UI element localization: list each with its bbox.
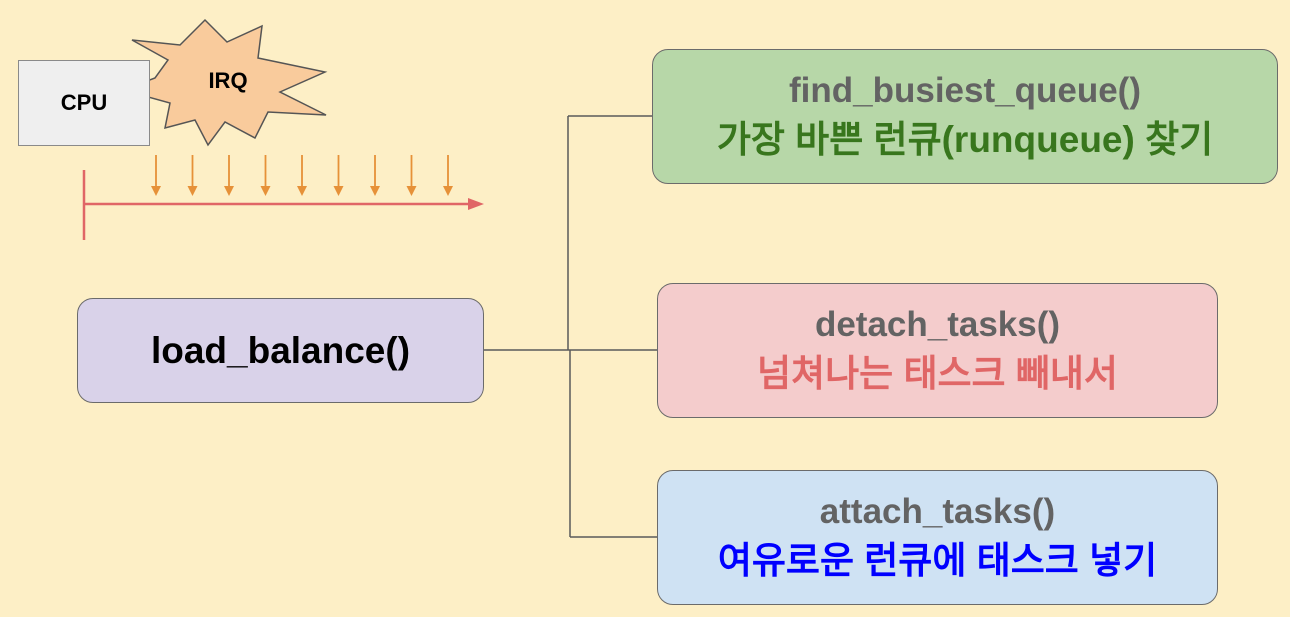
attach-tasks-desc: 여유로운 런큐에 태스크 넣기 — [717, 539, 1158, 581]
interrupt-tick-arrow — [297, 155, 307, 196]
interrupt-tick-arrow — [224, 155, 234, 196]
interrupt-tick-arrow — [187, 155, 198, 196]
interrupt-tick-arrow — [406, 155, 417, 196]
interrupt-tick-arrow — [260, 155, 271, 196]
interrupt-tick-arrow — [370, 155, 380, 196]
cpu-box: CPU — [18, 60, 150, 146]
load-balance-box: load_balance() — [77, 298, 484, 403]
detach-tasks-title: detach_tasks() — [814, 304, 1061, 344]
detach-tasks-box: detach_tasks() 넘쳐나는 태스크 빼내서 — [657, 283, 1218, 418]
find-busiest-queue-desc: 가장 바쁜 런큐(runqueue) 찾기 — [716, 118, 1214, 160]
interrupt-tick-arrow — [333, 155, 344, 196]
load-balance-label: load_balance() — [150, 329, 411, 371]
irq-label: IRQ — [208, 68, 248, 93]
find-busiest-queue-title: find_busiest_queue() — [789, 70, 1141, 110]
timeline-arrowhead — [468, 198, 484, 210]
attach-tasks-title: attach_tasks() — [819, 491, 1056, 531]
interrupt-tick-arrow — [443, 155, 453, 196]
find-busiest-queue-box: find_busiest_queue() 가장 바쁜 런큐(runqueue) … — [652, 49, 1278, 184]
attach-tasks-box: attach_tasks() 여유로운 런큐에 태스크 넣기 — [657, 470, 1218, 605]
interrupt-tick-arrows — [151, 155, 453, 196]
interrupt-tick-arrow — [151, 155, 161, 196]
detach-tasks-desc: 넘쳐나는 태스크 빼내서 — [757, 352, 1118, 394]
cpu-label: CPU — [60, 90, 108, 115]
connector-lines — [484, 115, 657, 538]
irq-burst-shape — [120, 18, 328, 147]
